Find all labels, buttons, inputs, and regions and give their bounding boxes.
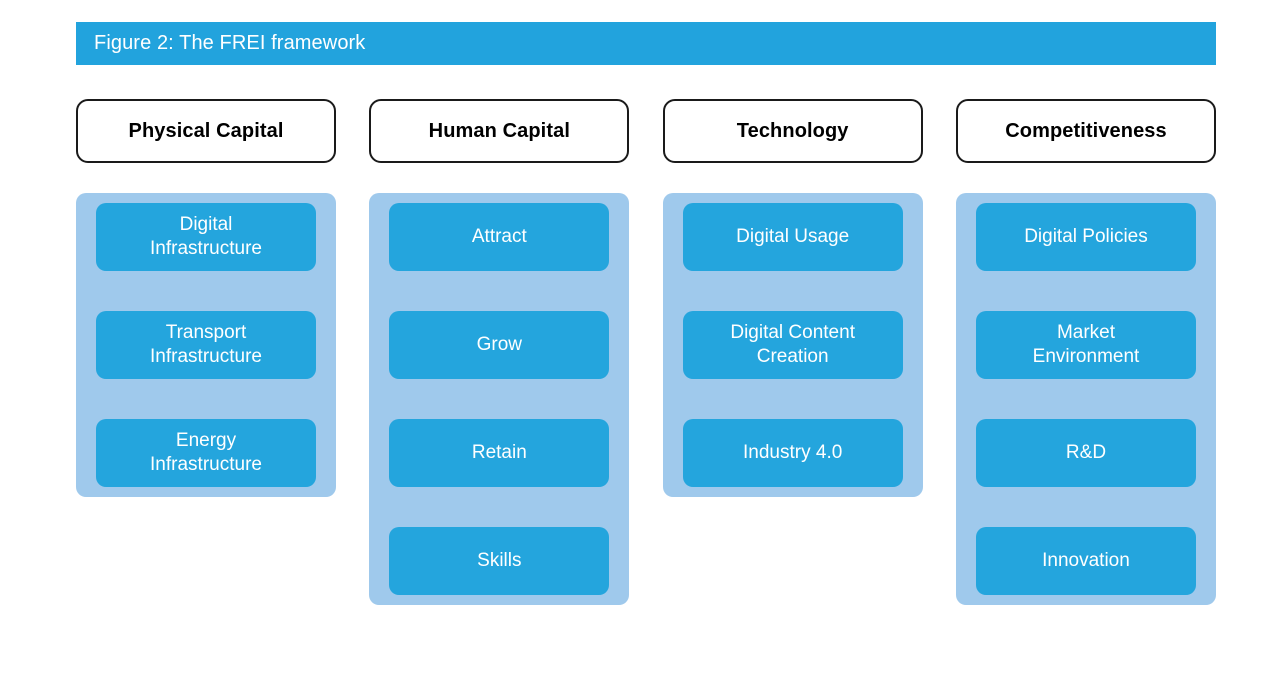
subindex-label: Industry 4.0: [743, 441, 843, 463]
subindex-label: Attract: [471, 225, 527, 247]
pillar-header-human-capital[interactable]: Human Capital: [369, 99, 630, 163]
subindex-item[interactable]: Retain: [389, 419, 610, 487]
subindex-item[interactable]: Digital Usage: [682, 203, 903, 271]
pillar-header-physical-capital[interactable]: Physical Capital: [76, 99, 336, 163]
pillar-title-technology: Technology: [736, 119, 849, 142]
subindex-group-human-capital: Attract Grow Retain Skills: [369, 193, 630, 605]
pillar-title-human-capital: Human Capital: [428, 119, 570, 142]
subindex-label: Digital Usage: [736, 225, 850, 247]
subindex-item[interactable]: Digital Policies: [975, 203, 1196, 271]
figure-title-bar: Figure 2: The FREI framework: [76, 22, 1216, 65]
subindex-item[interactable]: Innovation: [975, 527, 1196, 595]
subindex-label: R&D: [1065, 441, 1107, 463]
subindex-label: Skills: [477, 549, 522, 571]
subindex-label: Innovation: [1042, 549, 1130, 571]
subindex-item[interactable]: R&D: [975, 419, 1196, 487]
subindex-label: Grow: [476, 333, 523, 355]
pillar-title-physical-capital: Physical Capital: [128, 119, 284, 142]
subindex-item[interactable]: Skills: [389, 527, 610, 595]
subindex-item[interactable]: Attract: [389, 203, 610, 271]
pillar-header-technology[interactable]: Technology: [662, 99, 923, 163]
pillar-title-competitiveness: Competitiveness: [1005, 119, 1167, 142]
subindex-label: Retain: [471, 441, 527, 463]
subindex-label: Digital Policies: [1024, 225, 1148, 247]
subindex-item[interactable]: Grow: [389, 311, 610, 379]
subindex-item[interactable]: Industry 4.0: [682, 419, 903, 487]
pillar-column-human-capital: Human Capital Attract Grow Retain Skills: [369, 99, 630, 605]
figure-title: Figure 2: The FREI framework: [94, 32, 366, 54]
pillar-header-competitiveness[interactable]: Competitiveness: [955, 99, 1216, 163]
pillar-column-technology: Technology Digital Usage Digital Content…: [662, 99, 923, 497]
